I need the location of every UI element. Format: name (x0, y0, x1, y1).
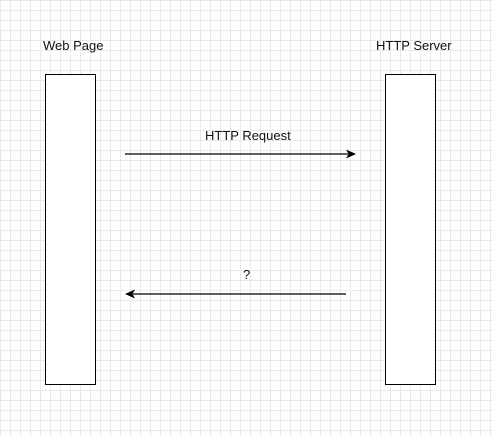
arrow-response[interactable] (125, 289, 346, 299)
arrow-http-request[interactable] (125, 149, 356, 159)
message-label-response: ? (243, 267, 251, 282)
participant-label-http-server: HTTP Server (376, 38, 452, 53)
lifeline-web-page[interactable] (45, 74, 96, 385)
participant-label-web-page: Web Page (43, 38, 104, 53)
lifeline-http-server[interactable] (385, 74, 436, 385)
message-label-http-request: HTTP Request (205, 128, 291, 143)
